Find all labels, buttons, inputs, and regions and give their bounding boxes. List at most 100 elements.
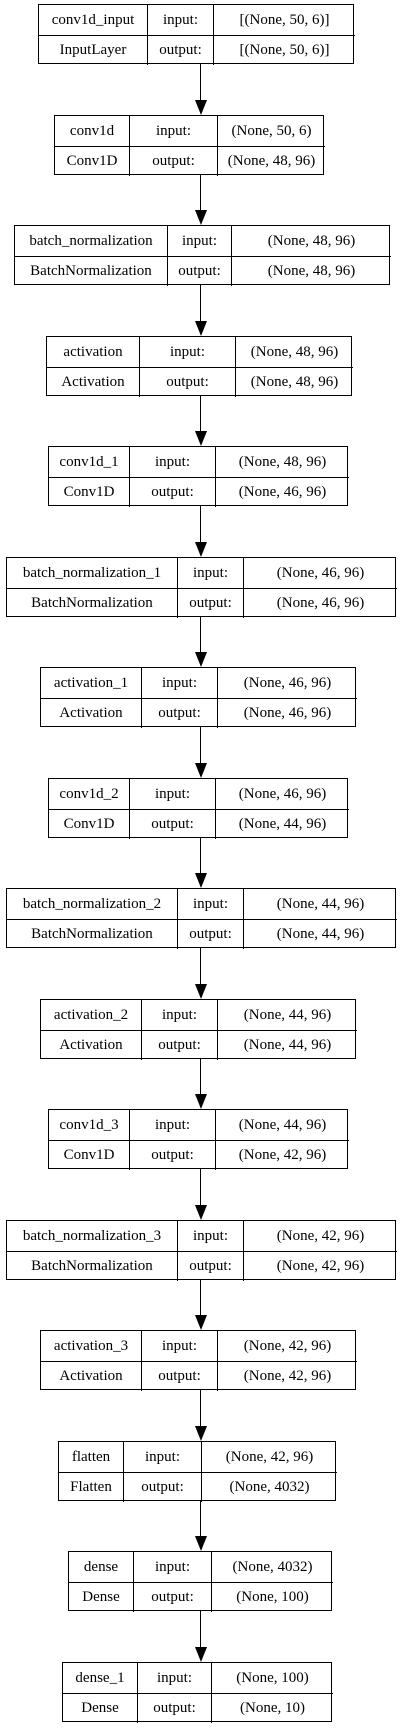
input-shape: (None, 4032) (211, 1552, 333, 1582)
input-port-label: input: (129, 1110, 215, 1140)
input-port-label: input: (177, 558, 243, 588)
output-shape: (None, 4032) (201, 1473, 337, 1502)
layer-name: conv1d_2 (59, 785, 119, 802)
output-shape: (None, 44, 96) (243, 920, 397, 949)
layer-type: Flatten (70, 1479, 112, 1495)
arrowhead-icon (195, 763, 207, 778)
output-port-label: output: (141, 699, 217, 728)
input-port-label: input: (147, 5, 213, 35)
connection-edge (200, 1390, 202, 1426)
output-shape: [(None, 50, 6)] (213, 36, 355, 65)
layer-node-conv1d-3: conv1d_3 input:(None, 44, 96) Conv1D output… (48, 1109, 349, 1170)
arrowhead-icon (195, 984, 207, 999)
input-shape: (None, 42, 96) (201, 1442, 337, 1472)
input-shape: (None, 44, 96) (215, 1110, 349, 1140)
connection-edge (200, 506, 202, 542)
input-port-label: input: (137, 1663, 211, 1693)
layer-name: activation_1 (53, 674, 129, 691)
arrowhead-icon (195, 210, 207, 225)
layer-type: Conv1D (63, 1147, 115, 1163)
layer-type: Dense (81, 1700, 119, 1716)
arrowhead-icon (195, 1315, 207, 1330)
layer-input-row: dense_1 input:(None, 100) (63, 1663, 333, 1693)
input-port-label: input: (141, 1000, 217, 1030)
connection-edge (200, 175, 202, 210)
output-port-label: output: (177, 920, 243, 949)
layer-name: conv1d_input (51, 11, 135, 28)
arrowhead-icon (195, 652, 207, 667)
output-port-label: output: (129, 147, 217, 176)
layer-type: Conv1D (63, 816, 115, 832)
layer-name: conv1d_1 (59, 453, 119, 470)
input-port-label: input: (129, 116, 217, 146)
layer-type: Activation (59, 1368, 123, 1384)
connection-edge (200, 1501, 202, 1536)
input-port-label: input: (177, 1221, 243, 1251)
input-shape: (None, 100) (211, 1663, 333, 1693)
output-shape: (None, 44, 96) (217, 1031, 357, 1060)
output-port-label: output: (129, 1141, 215, 1170)
output-port-label: output: (123, 1473, 201, 1502)
output-port-label: output: (141, 1031, 217, 1060)
output-shape: (None, 42, 96) (215, 1141, 349, 1170)
connection-edge (200, 64, 202, 100)
input-shape: (None, 48, 96) (231, 226, 391, 256)
layer-name: dense_1 (75, 1669, 125, 1686)
input-shape: (None, 42, 96) (217, 1331, 357, 1361)
input-port-label: input: (123, 1442, 201, 1472)
output-port-label: output: (133, 1583, 211, 1612)
connection-edge (200, 285, 202, 321)
arrowhead-icon (195, 1647, 207, 1662)
connection-edge (200, 617, 202, 652)
layer-type: BatchNormalization (30, 263, 152, 279)
input-shape: (None, 44, 96) (243, 889, 397, 919)
output-port-label: output: (147, 36, 213, 65)
output-shape: (None, 46, 96) (217, 699, 357, 728)
layer-name: batch_normalization (29, 232, 153, 249)
output-shape: (None, 10) (211, 1694, 333, 1723)
output-shape: (None, 42, 96) (243, 1252, 397, 1281)
output-shape: (None, 42, 96) (217, 1362, 357, 1391)
output-shape: (None, 46, 96) (243, 589, 397, 618)
layer-name: activation (63, 343, 123, 360)
input-shape: (None, 46, 96) (217, 668, 357, 698)
input-shape: (None, 50, 6) (217, 116, 325, 146)
arrowhead-icon (195, 542, 207, 557)
arrowhead-icon (195, 1426, 207, 1441)
layer-name: conv1d_3 (59, 1116, 119, 1133)
connection-edge (200, 727, 202, 763)
layer-output-row: Conv1D output:(None, 44, 96) (49, 809, 349, 839)
input-port-label: input: (129, 779, 215, 809)
layer-input-row: conv1d_3 input:(None, 44, 96) (49, 1110, 349, 1140)
output-port-label: output: (129, 810, 215, 839)
output-port-label: output: (167, 257, 231, 286)
input-shape: (None, 44, 96) (217, 1000, 357, 1030)
output-shape: (None, 44, 96) (215, 810, 349, 839)
arrowhead-icon (195, 1094, 207, 1109)
input-shape: (None, 42, 96) (243, 1221, 397, 1251)
layer-name: batch_normalization_2 (22, 895, 162, 912)
output-shape: (None, 100) (211, 1583, 333, 1612)
input-port-label: input: (129, 447, 215, 477)
